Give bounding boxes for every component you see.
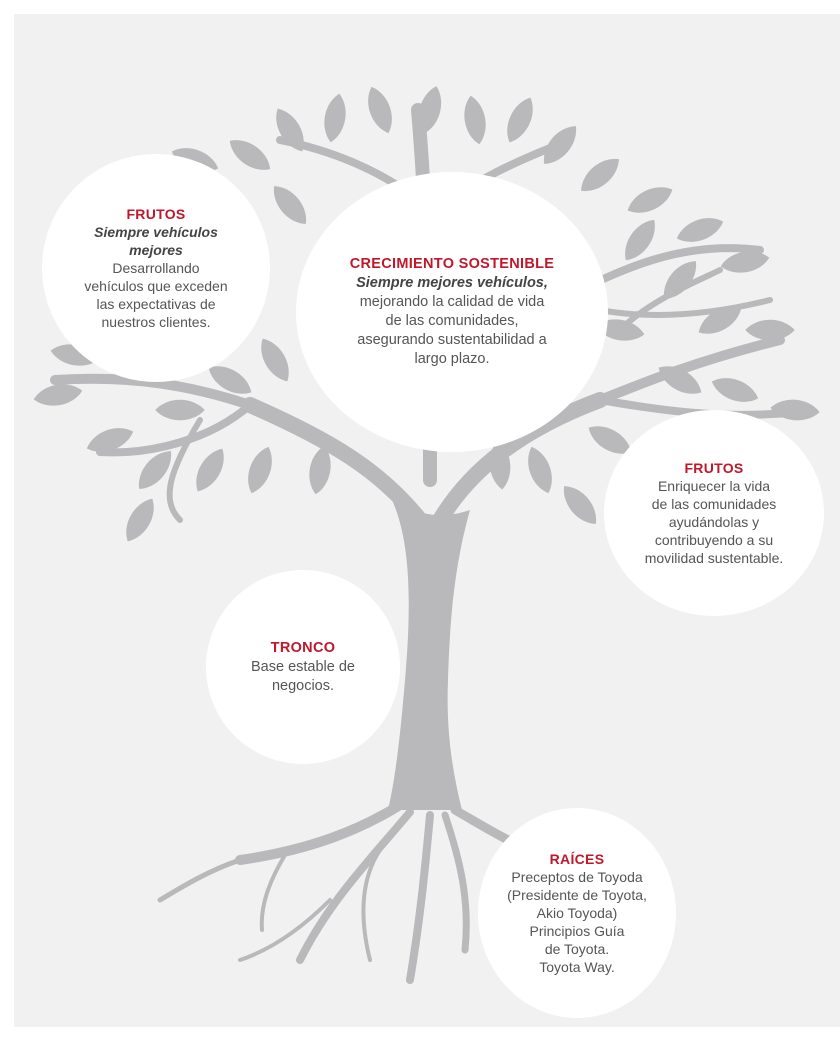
crecimiento-text-1: mejorando la calidad de vida xyxy=(359,294,545,310)
bubble-tronco: TRONCO Base estable de negocios. xyxy=(206,570,400,764)
raices-text-3: Akio Toyoda) xyxy=(536,905,618,921)
tronco-text-2: negocios. xyxy=(271,677,335,694)
frutos-right-text-5: movilidad sustentable. xyxy=(644,550,784,566)
raices-text-4: Principios Guía xyxy=(529,923,625,939)
frutos-right-text-4: contribuyendo a su xyxy=(654,532,774,548)
frutos-left-title: FRUTOS xyxy=(126,206,186,222)
frutos-right-title: FRUTOS xyxy=(684,460,744,476)
bubble-frutos-left: FRUTOS Siempre vehículos mejores Desarro… xyxy=(42,154,270,382)
bubble-raices: RAÍCES Preceptos de Toyoda (Presidente d… xyxy=(478,808,676,1018)
frutos-right-text-2: de las comunidades xyxy=(651,496,777,512)
bubble-crecimiento-sostenible: CRECIMIENTO SOSTENIBLE Siempre mejores v… xyxy=(296,172,608,452)
frutos-left-italic-1: Siempre vehículos xyxy=(94,224,218,240)
crecimiento-text-4: largo plazo. xyxy=(414,351,490,367)
frutos-left-text-3: las expectativas de xyxy=(96,296,216,312)
crecimiento-italic-1: Siempre mejores vehículos, xyxy=(356,275,548,291)
raices-text-1: Preceptos de Toyoda xyxy=(511,869,643,885)
frutos-left-text-1: Desarrollando xyxy=(112,260,200,276)
frutos-left-italic-2: mejores xyxy=(129,242,183,258)
tronco-title: TRONCO xyxy=(270,639,336,656)
raices-text-6: Toyota Way. xyxy=(539,959,615,975)
frutos-left-text-2: vehículos que exceden xyxy=(84,278,228,294)
raices-text-2: (Presidente de Toyota, xyxy=(507,887,647,903)
raices-title: RAÍCES xyxy=(549,851,605,867)
bubble-frutos-right: FRUTOS Enriquecer la vida de las comunid… xyxy=(604,410,824,616)
frutos-left-text-4: nuestros clientes. xyxy=(101,314,211,330)
frutos-right-text-3: ayudándolas y xyxy=(668,514,760,530)
tronco-text-1: Base estable de xyxy=(251,658,355,675)
crecimiento-text-2: de las comunidades, xyxy=(385,313,519,329)
raices-text-5: de Toyota. xyxy=(544,941,610,957)
crecimiento-text-3: asegurando sustentabilidad a xyxy=(357,332,547,348)
frutos-right-text-1: Enriquecer la vida xyxy=(657,478,771,494)
crecimiento-title: CRECIMIENTO SOSTENIBLE xyxy=(349,256,555,272)
